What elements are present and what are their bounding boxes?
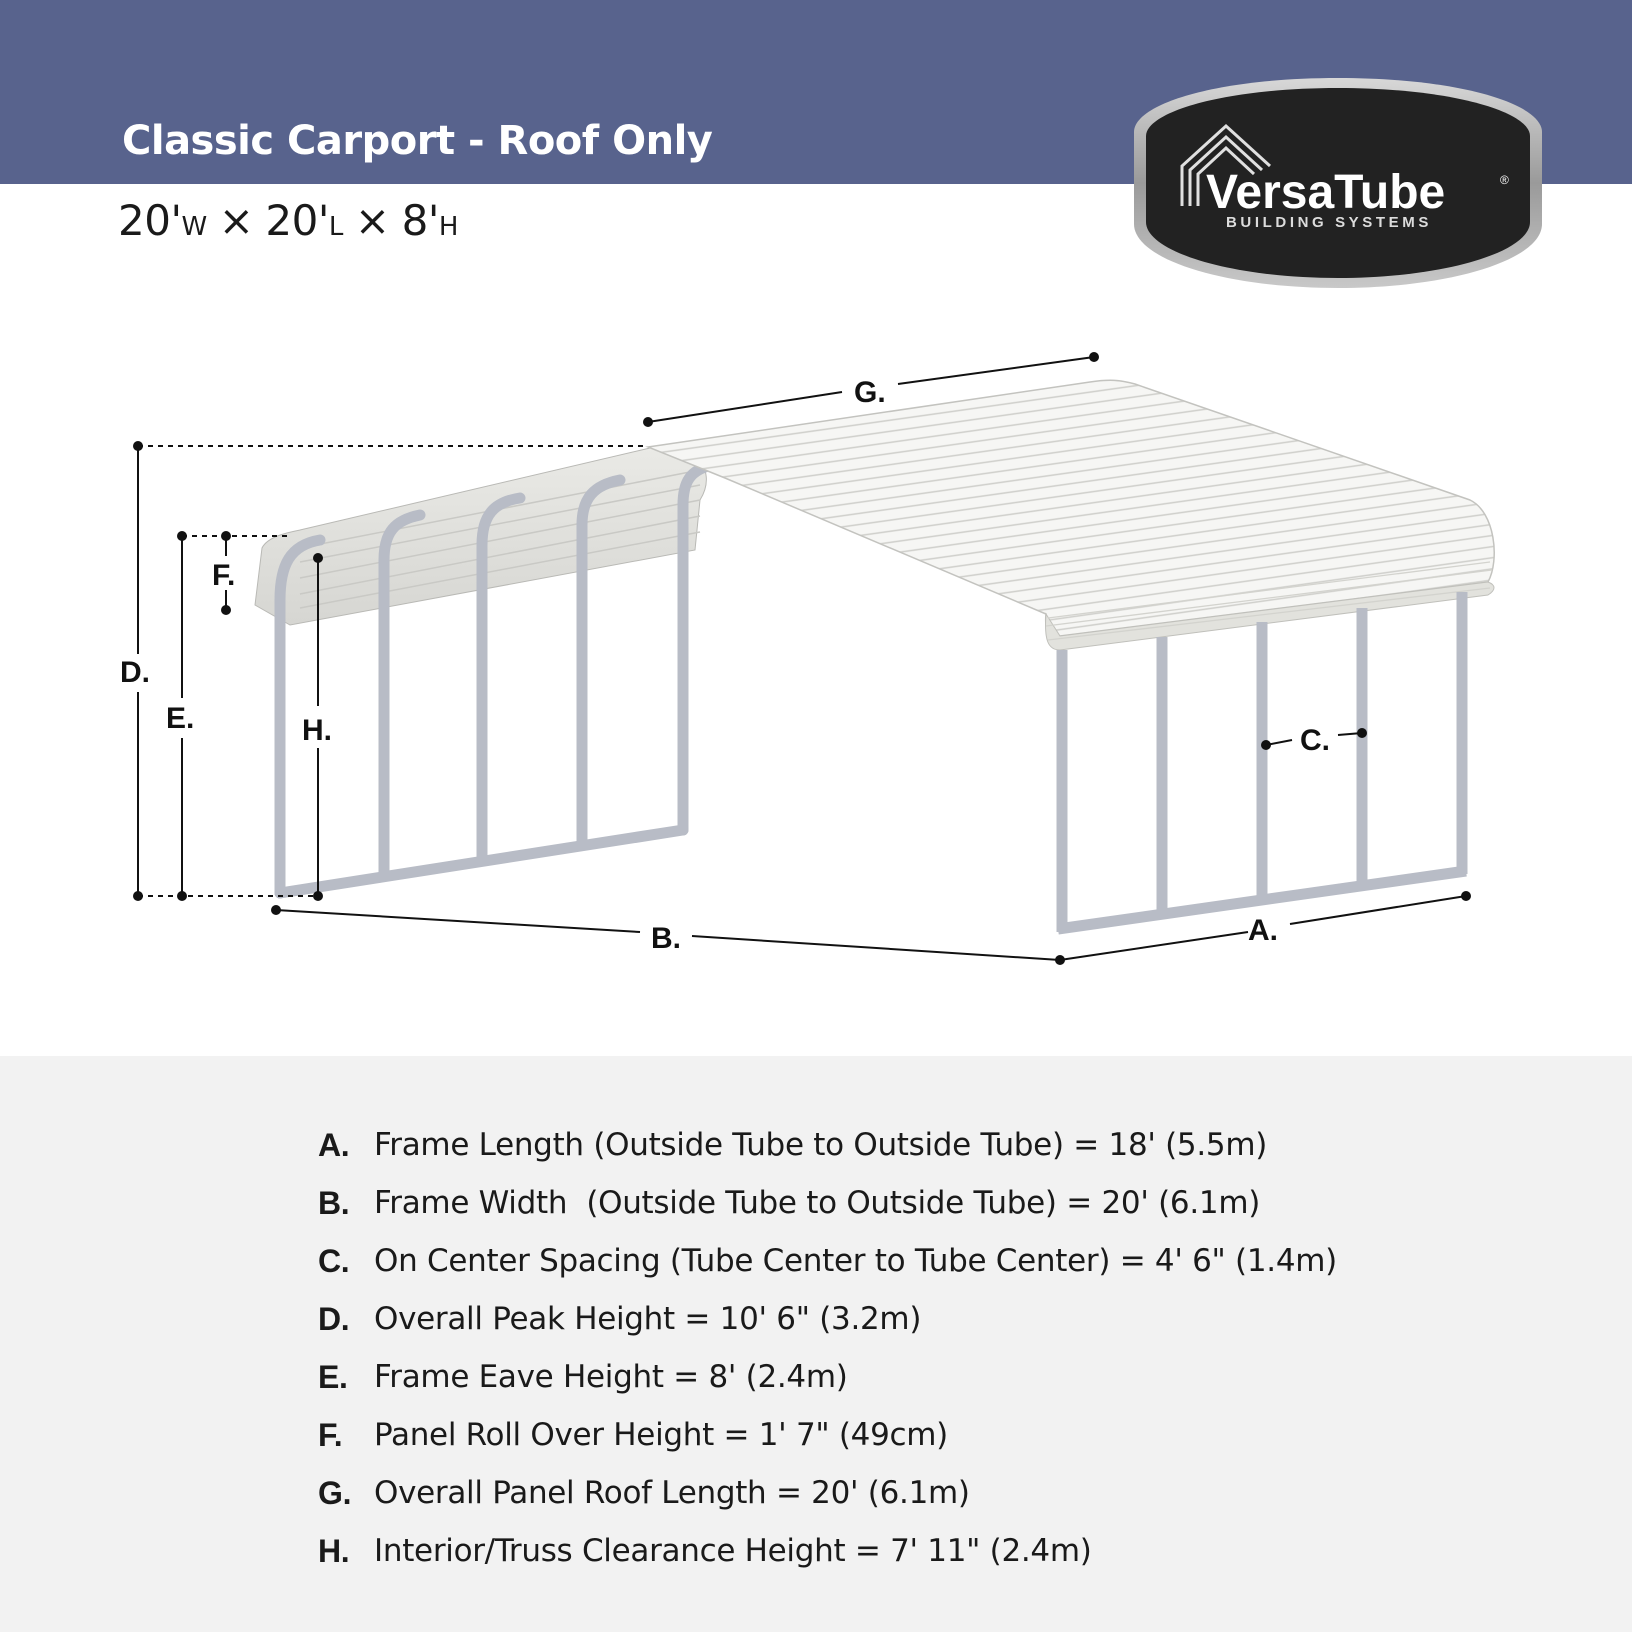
spec-item: E. Frame Eave Height = 8' (2.4m)	[318, 1348, 1337, 1406]
length-unit: L	[328, 212, 344, 242]
spec-item: C. On Center Spacing (Tube Center to Tube…	[318, 1232, 1337, 1290]
spec-text: Frame Eave Height = 8' (2.4m)	[374, 1359, 848, 1395]
spec-panel	[0, 1056, 1632, 1632]
logo-tagline: BUILDING SYSTEMS	[1226, 214, 1432, 231]
page-title: Classic Carport - Roof Only	[122, 118, 713, 164]
spec-text: Overall Peak Height = 10' 6" (3.2m)	[374, 1301, 922, 1337]
width-unit: W	[181, 212, 208, 242]
callout-e: E.	[166, 702, 194, 735]
spec-letter: G.	[318, 1474, 352, 1511]
spec-item: F. Panel Roll Over Height = 1' 7" (49cm)	[318, 1406, 1337, 1464]
spec-letter: H.	[318, 1532, 350, 1569]
spec-text: Frame Length (Outside Tube to Outside Tu…	[374, 1127, 1268, 1163]
callout-c: C.	[1300, 724, 1330, 757]
carport-diagram: D. E. F. H. G. B. A. C.	[120, 352, 1495, 965]
callout-a: A.	[1248, 914, 1278, 947]
spec-text: Frame Width (Outside Tube to Outside Tub…	[374, 1185, 1261, 1221]
callout-g: G.	[854, 376, 886, 409]
front-frame	[1056, 592, 1468, 935]
main-roof	[645, 379, 1495, 651]
dimension-separator: ×	[218, 196, 254, 245]
spec-item: A. Frame Length (Outside Tube to Outside …	[318, 1116, 1337, 1174]
logo-registered: ®	[1500, 173, 1509, 187]
versatube-logo: VersaTube ® BUILDING SYSTEMS	[1134, 78, 1542, 288]
callout-h: H.	[302, 714, 332, 747]
callout-b: B.	[651, 922, 681, 955]
spec-list: A. Frame Length (Outside Tube to Outside …	[318, 1116, 1337, 1580]
length-value: 20'	[265, 196, 329, 245]
dimensions-summary: 20'W×20'L×8'H	[118, 196, 458, 245]
logo-brand: VersaTube	[1206, 166, 1445, 219]
spec-item: D. Overall Peak Height = 10' 6" (3.2m)	[318, 1290, 1337, 1348]
spec-text: Overall Panel Roof Length = 20' (6.1m)	[374, 1475, 970, 1511]
spec-letter: A.	[318, 1126, 350, 1163]
dimension-endpoints	[133, 352, 1471, 965]
back-frame	[274, 459, 718, 899]
spec-letter: C.	[318, 1242, 350, 1279]
spec-item: B. Frame Width (Outside Tube to Outside T…	[318, 1174, 1337, 1232]
spec-item: H. Interior/Truss Clearance Height = 7' 1…	[318, 1522, 1337, 1580]
width-value: 20'	[118, 196, 182, 245]
callout-f: F.	[212, 559, 235, 592]
spec-text: On Center Spacing (Tube Center to Tube C…	[374, 1243, 1337, 1279]
height-value: 8'	[401, 196, 440, 245]
spec-letter: D.	[318, 1300, 350, 1337]
dimension-separator: ×	[354, 196, 390, 245]
dimension-lines	[137, 356, 1467, 961]
height-unit: H	[438, 212, 459, 242]
spec-letter: E.	[318, 1358, 348, 1395]
spec-letter: B.	[318, 1184, 350, 1221]
spec-item: G. Overall Panel Roof Length = 20' (6.1m)	[318, 1464, 1337, 1522]
spec-text: Panel Roll Over Height = 1' 7" (49cm)	[374, 1417, 948, 1453]
spec-letter: F.	[318, 1416, 343, 1453]
callout-d: D.	[120, 656, 150, 689]
roof-mark-icon	[1180, 123, 1272, 206]
spec-text: Interior/Truss Clearance Height = 7' 11"…	[374, 1533, 1092, 1569]
